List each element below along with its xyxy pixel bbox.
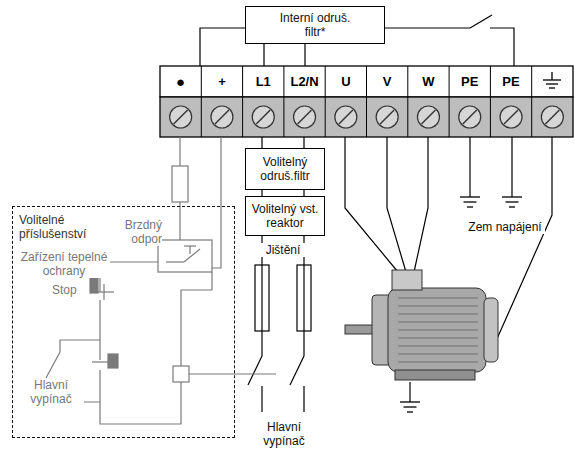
- terminal-name: PE: [490, 66, 531, 97]
- main-switch-symbol: [248, 331, 304, 412]
- screw-slot: [339, 110, 353, 124]
- ground-symbol: [502, 197, 522, 207]
- earth-terminal-symbol: [543, 72, 561, 88]
- screw-slot: [421, 110, 435, 124]
- part-label: Zem napájení: [465, 220, 545, 234]
- part-label: Hlavní vypínač: [245, 420, 323, 448]
- terminal-name: L1: [243, 66, 284, 97]
- cooling-fin: [398, 322, 478, 323]
- terminal-name: +: [201, 66, 242, 97]
- terminal-screw: [417, 106, 439, 128]
- part-label: Hlavní vypínač: [18, 378, 84, 406]
- terminal-block: [160, 66, 573, 137]
- screw-slot: [256, 110, 270, 124]
- terminal-divider: [283, 66, 284, 137]
- part-label: Brzdný odpor: [100, 218, 162, 246]
- box-label: Volitelný vst. reaktor: [249, 202, 321, 230]
- terminal-divider: [407, 66, 408, 137]
- ground-symbol: [460, 197, 480, 207]
- screw-slot: [298, 110, 312, 124]
- cooling-fin: [398, 346, 478, 347]
- motor-illustration: [345, 270, 498, 380]
- terminal-name: ●: [160, 66, 201, 97]
- terminal-screw: [376, 106, 398, 128]
- reactor-box: Volitelný vst. reaktor: [245, 196, 325, 236]
- terminal-divider: [242, 66, 243, 137]
- filter-box: Volitelný odruš.filtr: [245, 148, 325, 190]
- cooling-fin: [398, 298, 478, 299]
- terminal-screw: [170, 106, 192, 128]
- screw-slot: [215, 110, 229, 124]
- terminal-name: U: [325, 66, 366, 97]
- cooling-fin: [398, 314, 478, 315]
- terminal-name: PE: [449, 66, 490, 97]
- terminal-divider: [449, 66, 450, 137]
- terminal-divider: [366, 66, 367, 137]
- terminal-screw: [294, 106, 316, 128]
- terminal-screw: [459, 106, 481, 128]
- terminal-divider: [531, 66, 532, 137]
- cooling-fin: [398, 354, 478, 355]
- terminal-screw: [541, 106, 563, 128]
- fuse-symbol: [255, 265, 311, 331]
- cooling-fin: [398, 338, 478, 339]
- terminal-divider: [201, 66, 202, 137]
- part-label: Stop: [52, 283, 88, 297]
- box-label: Volitelný odruš.filtr: [249, 155, 321, 183]
- ground-symbol: [400, 402, 420, 412]
- terminal-name: W: [408, 66, 449, 97]
- screw-slot: [463, 110, 477, 124]
- screw-slot: [545, 110, 559, 124]
- screw-slot: [380, 110, 394, 124]
- terminal-divider: [325, 66, 326, 137]
- terminal-divider: [490, 66, 491, 137]
- filter-box: Interní odruš. filtr*: [245, 6, 385, 44]
- part-label: Jištění: [250, 243, 316, 257]
- terminal-screw: [335, 106, 357, 128]
- terminal-screw: [500, 106, 522, 128]
- terminal-name: V: [367, 66, 408, 97]
- cooling-fin: [398, 306, 478, 307]
- terminal-screw: [211, 106, 233, 128]
- motor-wires: [345, 137, 552, 402]
- screw-slot: [504, 110, 518, 124]
- part-label: Zařízení tepelné ochrany: [18, 250, 110, 278]
- terminal-screw: [252, 106, 274, 128]
- box-label: Interní odruš. filtr*: [269, 11, 361, 39]
- cooling-fin: [398, 330, 478, 331]
- terminal-name: L2/N: [284, 66, 325, 97]
- screw-slot: [174, 110, 188, 124]
- cooling-fin: [398, 362, 478, 363]
